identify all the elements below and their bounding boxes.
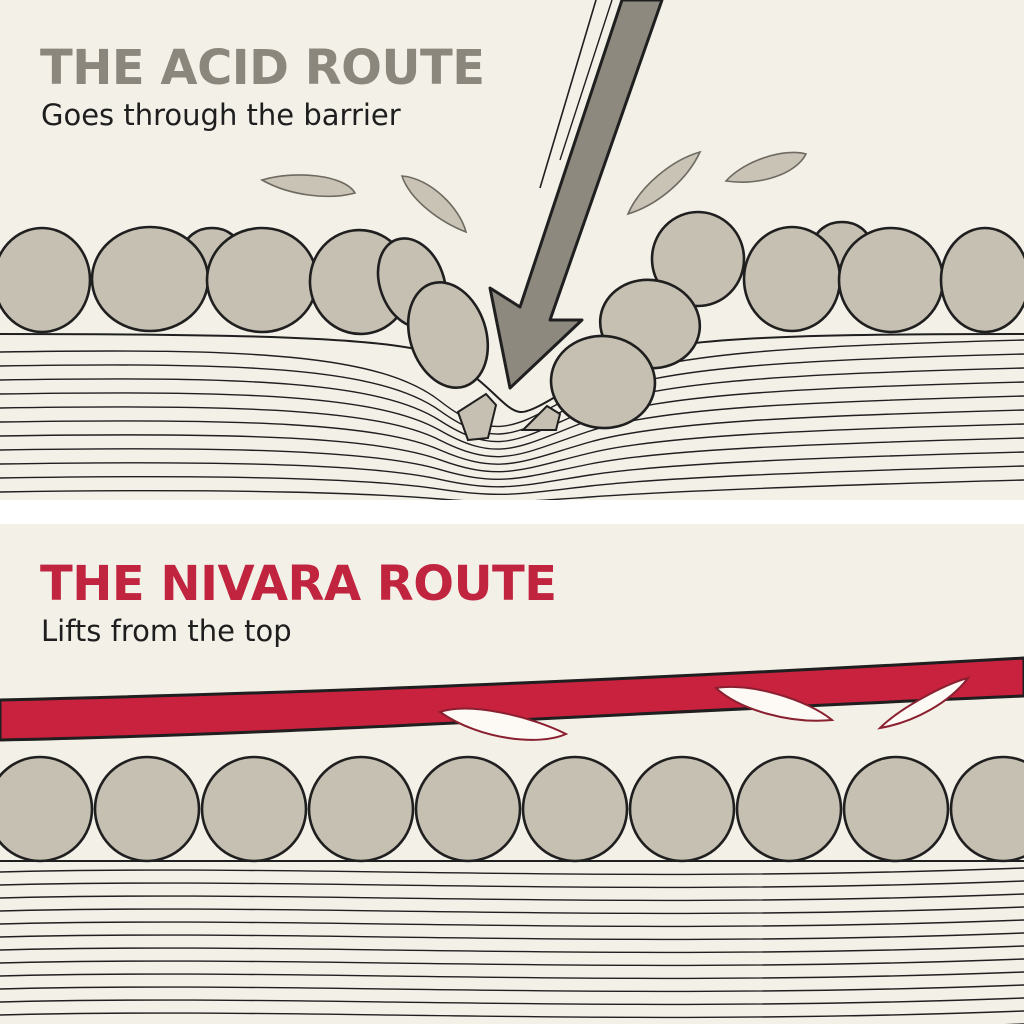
- dermis-line: [0, 339, 1024, 428]
- dermis-line: [0, 395, 1024, 458]
- displaced-skin-cell: [549, 334, 657, 430]
- dermis-line: [0, 479, 1024, 500]
- intact-skin-cell: [521, 755, 629, 863]
- cell-fragment: [456, 392, 498, 442]
- flying-flake: [724, 151, 808, 183]
- lifted-flake: [877, 676, 971, 730]
- skin-cell: [90, 225, 210, 333]
- skin-cell: [0, 226, 92, 334]
- dermis-line: [0, 465, 1024, 496]
- skin-cell: [837, 226, 945, 334]
- lifting-band: [0, 656, 1024, 742]
- dermis-line: [0, 423, 1024, 473]
- dermis-line: [0, 381, 1024, 450]
- nivara-route-subtitle: Lifts from the top: [41, 614, 292, 648]
- dermis-line: [0, 367, 1024, 443]
- panel-divider: [0, 500, 1024, 524]
- nivara-route-panel: THE NIVARA ROUTE Lifts from the top: [0, 524, 1024, 1024]
- dermis-line: [0, 945, 1024, 954]
- motion-line: [539, 0, 597, 189]
- intact-skin-cell: [0, 755, 94, 863]
- skin-cell: [939, 226, 1024, 334]
- dermis-line: [0, 997, 1024, 1006]
- dermis-line: [0, 1010, 1024, 1019]
- nivara-route-title: THE NIVARA ROUTE: [40, 556, 557, 612]
- skin-cell: [205, 226, 319, 334]
- dermis-line: [0, 932, 1024, 941]
- dermis-line: [0, 893, 1024, 902]
- dermis-line: [0, 867, 1024, 876]
- motion-line: [559, 0, 613, 161]
- dermis-line: [0, 984, 1024, 993]
- lifted-flake: [713, 685, 835, 722]
- acid-route-panel: THE ACID ROUTE Goes through the barrier: [0, 0, 1024, 500]
- dermis-line: [0, 958, 1024, 967]
- flying-flake: [400, 175, 468, 234]
- dermis-line: [0, 880, 1024, 889]
- dermis-line: [0, 409, 1024, 465]
- flying-flake: [626, 150, 702, 216]
- intact-skin-cell: [735, 755, 843, 863]
- intact-skin-cell: [307, 755, 415, 863]
- acid-route-title: THE ACID ROUTE: [40, 40, 485, 96]
- displaced-skin-cell: [406, 281, 490, 389]
- cell-fragment: [520, 404, 562, 431]
- lifted-flake: [437, 707, 569, 741]
- dermis-line: [0, 906, 1024, 915]
- dermis-line: [0, 919, 1024, 928]
- intact-skin-cell: [628, 755, 736, 863]
- intact-skin-cell: [414, 755, 522, 863]
- intact-skin-cell: [200, 755, 308, 863]
- intact-skin-cell: [949, 755, 1024, 863]
- skin-cell: [650, 210, 746, 308]
- barrier-base-line: [0, 333, 1024, 414]
- dermis-line: [0, 353, 1024, 435]
- flying-flake: [259, 174, 357, 198]
- dermis-line: [0, 437, 1024, 480]
- penetrating-arrow: [488, 0, 664, 390]
- acid-route-subtitle: Goes through the barrier: [41, 98, 401, 132]
- nivara-route-illustration: [0, 656, 1024, 1024]
- dermis-line: [0, 971, 1024, 980]
- skin-cell: [742, 225, 842, 333]
- intact-skin-cell: [93, 755, 201, 863]
- dermis-line: [0, 451, 1024, 488]
- acid-route-illustration: [0, 0, 1024, 500]
- intact-skin-cell: [842, 755, 950, 863]
